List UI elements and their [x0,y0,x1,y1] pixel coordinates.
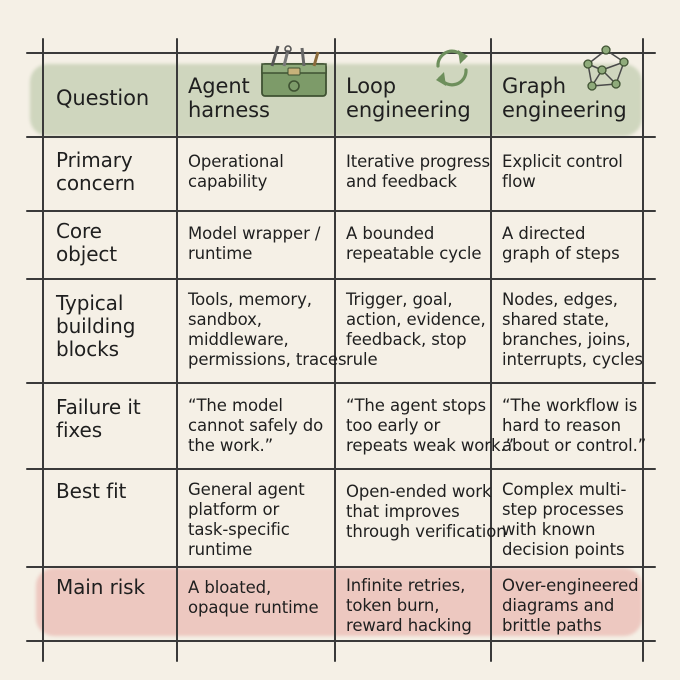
cell-agent-best-fit: General agent platform or task-specific … [188,480,305,559]
grid-line [26,640,656,642]
grid-line [26,210,656,212]
cell-agent-building-blocks: Tools, memory, sandbox, middleware, perm… [188,290,347,369]
grid-line [26,136,656,138]
header-loop-engineering: Loop engineering [346,74,471,122]
cell-loop-core-object: A bounded repeatable cycle [346,224,482,263]
cell-graph-main-risk: Over-engineered diagrams and brittle pat… [502,576,639,635]
grid-line [334,38,336,662]
grid-line [642,38,644,662]
network-graph-icon [583,45,629,91]
grid-line [26,52,656,54]
row-label-main-risk: Main risk [56,575,145,599]
cell-loop-failure-it-fixes: “The agent stops too early or repeats we… [346,396,514,455]
header-agent-harness: Agent harness [188,74,270,122]
cell-graph-building-blocks: Nodes, edges, shared state, branches, jo… [502,290,643,369]
grid-line [26,468,656,470]
grid-line [490,38,492,662]
cell-agent-core-object: Model wrapper / runtime [188,224,321,263]
row-label-primary-concern: Primary concern [56,148,136,195]
cell-loop-primary-concern: Iterative progress and feedback [346,152,491,191]
risk-row-highlight [36,568,642,636]
cell-agent-primary-concern: Operational capability [188,152,284,191]
grid-line [26,278,656,280]
grid-line [26,382,656,384]
cycle-arrows-icon [436,49,468,87]
cell-agent-failure-it-fixes: “The model cannot safely do the work.” [188,396,324,455]
row-label-core-object: Core object [56,219,118,266]
cell-agent-main-risk: A bloated, opaque runtime [188,578,319,617]
cell-loop-building-blocks: Trigger, goal, action, evidence, feedbac… [346,290,486,369]
cell-graph-core-object: A directed graph of steps [502,224,620,263]
cell-loop-main-risk: Infinite retries, token burn, reward hac… [346,576,472,635]
row-label-best-fit: Best fit [56,479,127,503]
grid-line [176,38,178,662]
row-label-failure-it-fixes: Failure it fixes [56,395,141,442]
grid-line [42,38,44,662]
cell-graph-best-fit: Complex multi- step processes with known… [502,480,627,559]
header-graph-engineering: Graph engineering [502,74,627,122]
cell-loop-best-fit: Open-ended work that improves through ve… [346,482,507,541]
cell-graph-primary-concern: Explicit control flow [502,152,623,191]
header-highlight [30,64,642,136]
toolbox-icon [261,45,327,97]
cell-graph-failure-it-fixes: “The workflow is hard to reason about or… [502,396,647,455]
row-label-building-blocks: Typical building blocks [56,291,136,361]
grid-line [26,566,656,568]
header-question: Question [56,86,150,110]
